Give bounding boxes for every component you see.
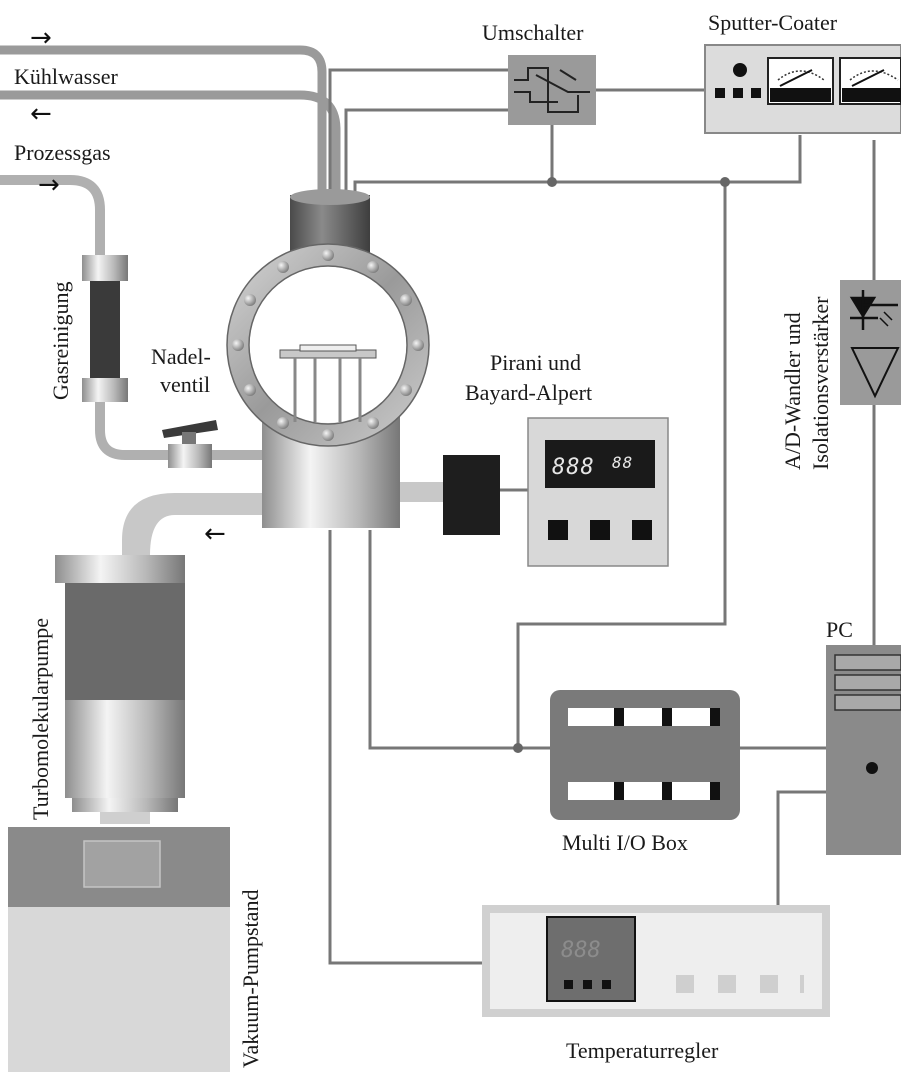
sputter-coater-unit [704, 44, 901, 134]
multi-io-box [550, 690, 740, 820]
pirani-display-exp: 88 [612, 453, 633, 472]
gauge-head [443, 455, 500, 535]
label-pirani-2: Bayard-Alpert [465, 380, 592, 405]
label-nadelventil-1: Nadel- [151, 344, 211, 369]
pressure-gauge-controller: 888 88 [527, 417, 669, 567]
pirani-display-main: 888 [552, 455, 595, 480]
label-kuehlwasser: Kühlwasser [14, 64, 119, 89]
gas-line-to-valve [95, 400, 265, 460]
arrow-left-pump: ← [204, 519, 226, 549]
gauge-port [400, 482, 448, 502]
gas-purifier [82, 255, 128, 402]
label-nadelventil-2: ventil [160, 372, 210, 397]
temp-display: 888 [561, 938, 601, 963]
arrow-left-cooling-out: ← [30, 99, 52, 129]
umschalter-box [508, 55, 596, 125]
label-umschalter: Umschalter [482, 20, 584, 45]
amplifier-icon [850, 347, 900, 399]
label-ad-wandler-1: A/D-Wandler und [780, 312, 805, 470]
arrow-right-cooling-in: → [30, 23, 52, 53]
temperature-controller: 888 [482, 905, 830, 1017]
label-sputter-coater: Sputter-Coater [708, 10, 838, 35]
pc-tower [826, 645, 901, 855]
photodiode-icon [849, 290, 898, 330]
label-gasreinigung: Gasreinigung [48, 281, 73, 400]
label-pirani-1: Pirani und [490, 350, 581, 375]
vacuum-pump-stand [8, 827, 230, 1072]
ad-converter-unit [840, 280, 901, 405]
arrow-right-gas-in: → [38, 170, 60, 200]
label-multi-io-box: Multi I/O Box [562, 830, 688, 855]
flange-bolts [232, 249, 424, 441]
power-button-icon [866, 762, 878, 774]
cooling-water-pipes [0, 45, 341, 200]
power-indicator-icon [733, 63, 747, 77]
turbo-pump [55, 555, 185, 824]
label-pc: PC [826, 617, 853, 642]
label-temperaturregler: Temperaturregler [566, 1038, 719, 1063]
signal-wires [328, 68, 876, 965]
analog-meter-icon [767, 57, 834, 105]
label-ad-wandler-2: Isolationsverstärker [808, 296, 833, 470]
substrate-holder [279, 344, 377, 422]
analog-meter-icon [839, 57, 901, 105]
needle-valve [162, 420, 218, 468]
wire-junctions [513, 177, 730, 753]
label-vakuum-pumpstand: Vakuum-Pumpstand [238, 890, 263, 1068]
label-prozessgas: Prozessgas [14, 140, 111, 165]
process-gas-pipe [0, 175, 105, 255]
pump-elbow-pipe [122, 493, 265, 555]
process-chamber [226, 189, 430, 528]
label-turbomolekularpumpe: Turbomolekularpumpe [28, 618, 53, 820]
